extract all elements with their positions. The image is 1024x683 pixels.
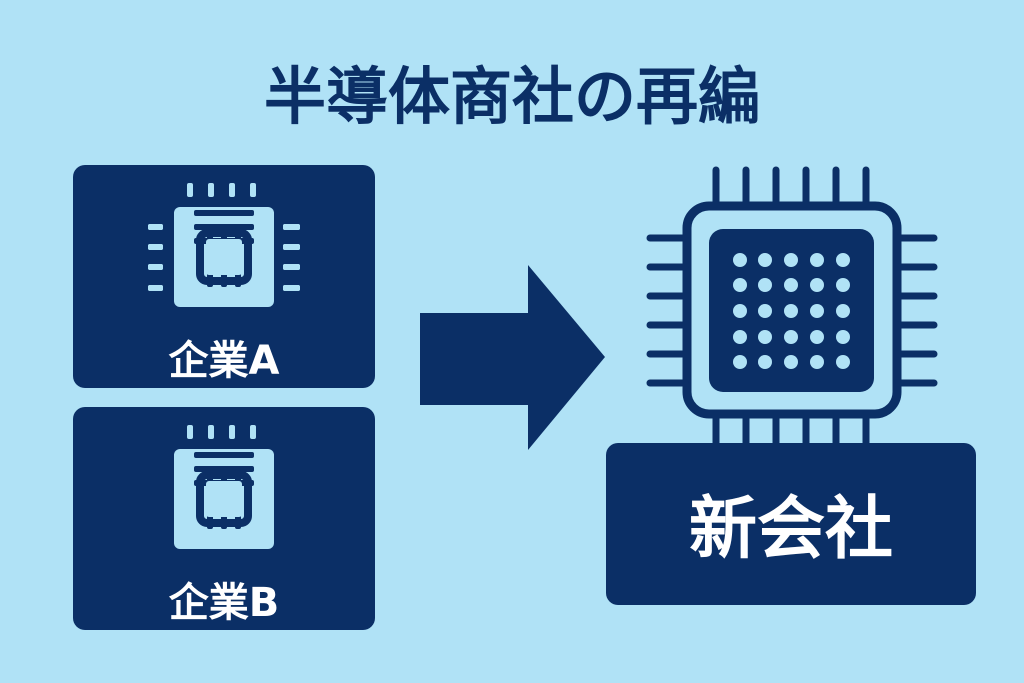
merge-arrow <box>420 265 605 450</box>
chip-dot <box>733 330 747 344</box>
chip-dot <box>836 355 850 369</box>
chip-dot <box>758 278 772 292</box>
company-label: 企業B <box>169 580 280 626</box>
chip-dot <box>784 253 798 267</box>
chip-dot <box>836 304 850 318</box>
company-label: 企業A <box>169 338 280 384</box>
chip-icon <box>148 224 300 549</box>
chip-dot <box>810 304 824 318</box>
new-company-label: 新会社 <box>689 490 893 569</box>
new-company-box <box>606 443 976 605</box>
company-card: 企業A <box>73 165 375 388</box>
chip-dot <box>836 253 850 267</box>
chip-dot <box>733 278 747 292</box>
chip-dot <box>810 355 824 369</box>
chip-dot <box>836 330 850 344</box>
large-chip-icon <box>646 166 938 445</box>
chip-dot <box>810 330 824 344</box>
company-card: 企業B <box>73 224 375 630</box>
chip-dot <box>810 253 824 267</box>
chip-dot <box>733 304 747 318</box>
chip-dot <box>758 330 772 344</box>
chip-dot <box>784 278 798 292</box>
chip-dot <box>784 304 798 318</box>
chip-dot <box>758 253 772 267</box>
diagram-title: 半導体商社の再編 <box>264 60 760 133</box>
chip-dot <box>836 278 850 292</box>
chip-dot <box>784 355 798 369</box>
chip-dot <box>784 330 798 344</box>
chip-dot <box>733 355 747 369</box>
chip-dot <box>758 355 772 369</box>
chip-dot <box>733 253 747 267</box>
chip-dot <box>810 278 824 292</box>
chip-dot <box>758 304 772 318</box>
